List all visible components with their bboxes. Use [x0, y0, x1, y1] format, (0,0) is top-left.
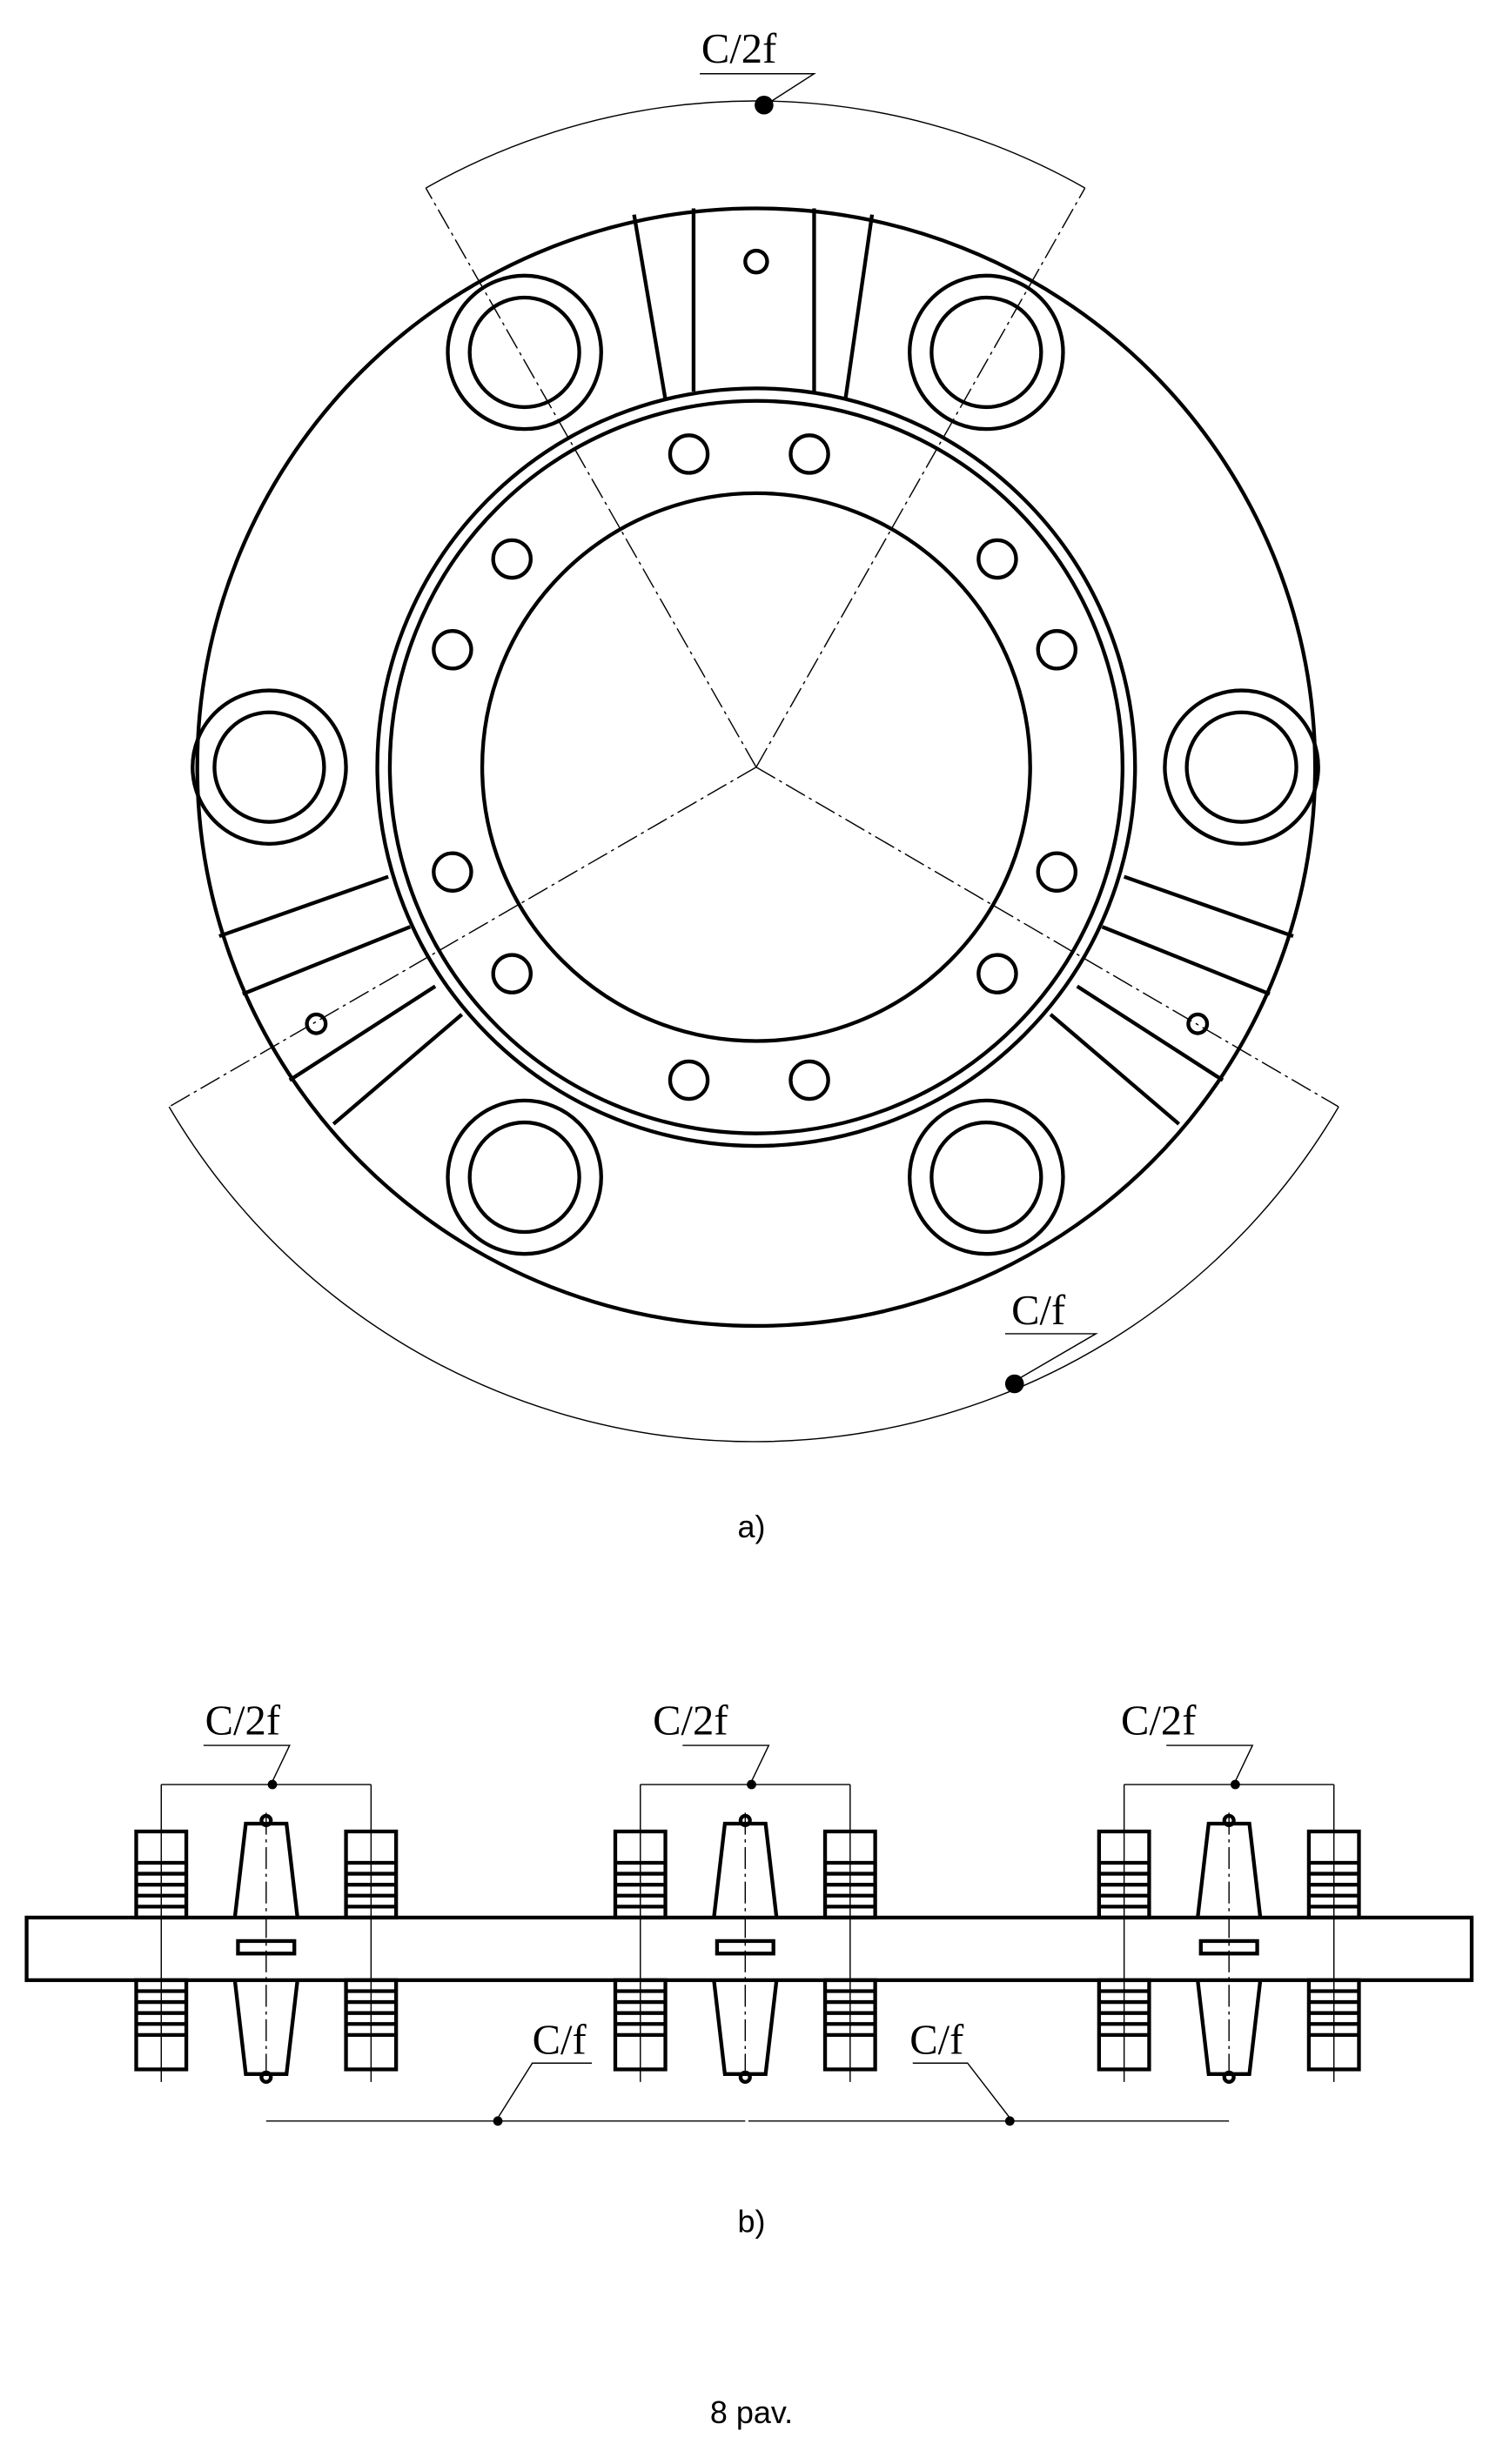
- boss-inner: [470, 1122, 580, 1232]
- bolt-hole: [1038, 854, 1076, 891]
- small-hole: [1188, 1014, 1207, 1034]
- slot-edge: [845, 215, 872, 399]
- slot-edge: [243, 927, 410, 994]
- slot-edge: [634, 215, 666, 399]
- pitch-label-1: C/f: [533, 2016, 587, 2063]
- bolt-hole: [433, 854, 471, 891]
- dim-arc-c-f: [169, 1107, 1339, 1442]
- boss-inner: [931, 1122, 1041, 1232]
- center-line: [756, 767, 1339, 1107]
- figure-caption: 8 pav.: [710, 2394, 793, 2430]
- center-line: [756, 188, 1085, 767]
- dim-arc-c-2f: [426, 101, 1084, 188]
- slot-edge: [1050, 1014, 1179, 1124]
- pitch-label-2: C/f: [909, 2016, 964, 2063]
- boss-inner: [931, 298, 1041, 407]
- leader-line: [913, 2063, 1010, 2118]
- bolt-hole: [493, 955, 531, 993]
- bolt-hole: [978, 955, 1016, 993]
- caption-a: a): [738, 1509, 766, 1544]
- slot-edge: [1124, 877, 1293, 936]
- boss-inner: [1187, 713, 1297, 822]
- group-label-3: C/2f: [1121, 1697, 1197, 1744]
- leader-line: [1166, 1745, 1252, 1781]
- center-line: [426, 188, 756, 767]
- bolt-hole: [790, 1061, 828, 1099]
- group-label-2: C/2f: [653, 1697, 728, 1744]
- bolt-hole: [670, 1061, 708, 1099]
- tip: [1225, 2072, 1234, 2082]
- shaft-side-view: [27, 1745, 1472, 2126]
- leader-line: [700, 74, 814, 102]
- bolt-hole: [433, 631, 471, 668]
- leader-line: [204, 1745, 290, 1781]
- tip: [261, 2072, 271, 2082]
- bolt-hole: [493, 540, 531, 578]
- bolt-hole: [978, 540, 1016, 578]
- caption-b: b): [738, 2204, 766, 2240]
- dim-label-c-2f-top: C/2f: [701, 25, 777, 72]
- leader-line: [1005, 1334, 1096, 1377]
- bolt-hole: [670, 435, 708, 472]
- shaft: [27, 1918, 1472, 1980]
- group-label-1: C/2f: [205, 1697, 281, 1744]
- bolt-hole: [1038, 631, 1076, 668]
- boss-inner: [470, 298, 580, 407]
- leader-line: [498, 2063, 592, 2118]
- center-line: [169, 767, 756, 1107]
- dim-label-c-f-bottom: C/f: [1011, 1287, 1066, 1334]
- dim-dot: [755, 96, 774, 115]
- slot-edge: [333, 1014, 462, 1124]
- small-hole: [745, 251, 767, 272]
- tip: [741, 2072, 750, 2082]
- slot-edge: [219, 877, 388, 936]
- boss-inner: [214, 713, 324, 822]
- leader-line: [682, 1745, 768, 1781]
- bolt-hole: [790, 435, 828, 472]
- disk-front-view: [169, 74, 1339, 1442]
